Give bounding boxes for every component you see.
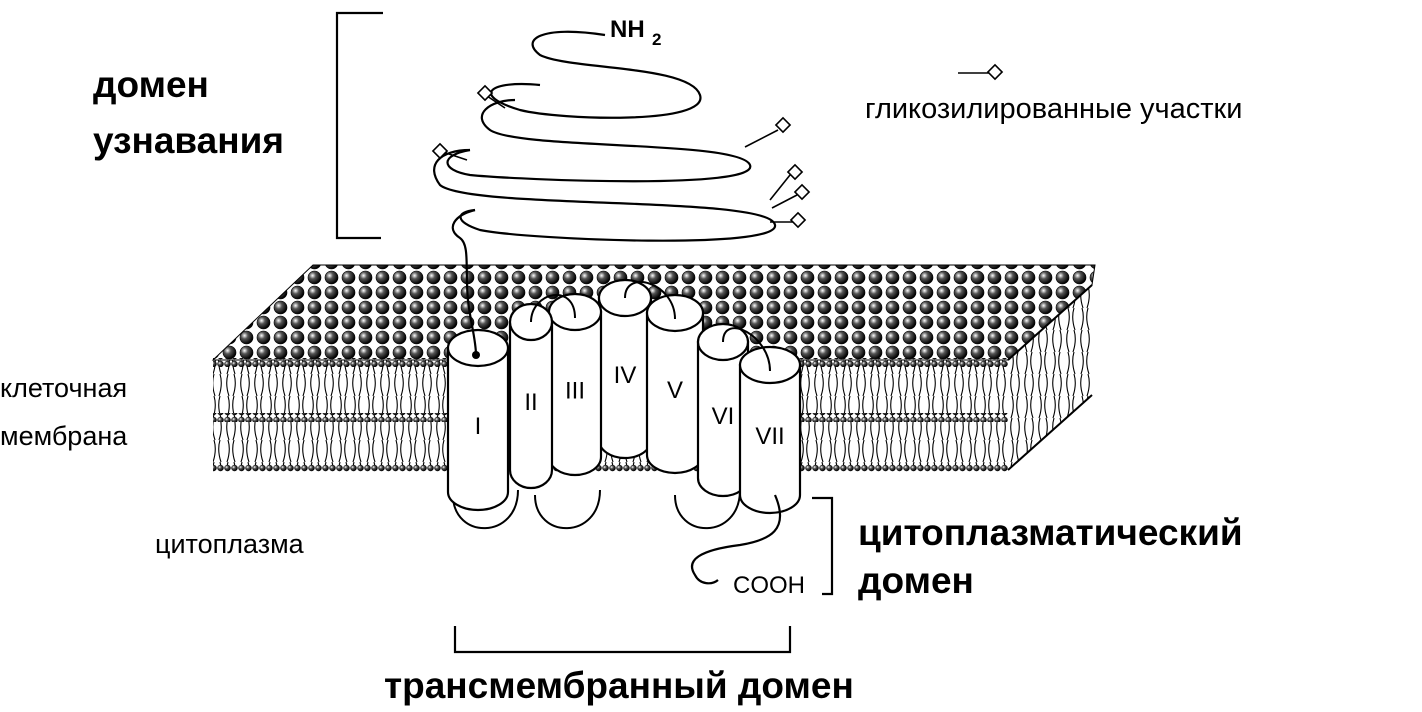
glyco-diamond-icon	[795, 185, 809, 199]
cooh-label: COOH	[733, 572, 805, 599]
cytoplasmic-domain-label-2: домен	[858, 560, 974, 601]
helix-label: I	[475, 413, 482, 440]
helix-label: VI	[712, 403, 735, 430]
helix-2: II	[510, 304, 552, 488]
cell-membrane-label-1: клеточная	[0, 373, 127, 403]
cytoplasmic-domain-label-1: цитоплазматический	[858, 512, 1243, 553]
recognition-domain-label-2: узнавания	[93, 120, 284, 161]
transmembrane-domain-bracket	[455, 626, 790, 652]
helix-label: II	[524, 389, 537, 416]
helix-label: III	[565, 378, 585, 405]
glyco-sites-label: гликозилированные участки	[865, 93, 1242, 125]
transmembrane-domain-label: трансмембранный домен	[384, 665, 854, 706]
cytoplasm-label: цитоплазма	[155, 529, 305, 559]
membrane-bottom-heads	[213, 463, 1008, 472]
helix-5: V	[647, 295, 703, 473]
cell-membrane-label-2: мембрана	[0, 421, 128, 451]
glyco-diamond-icon	[776, 118, 790, 132]
helix-label: V	[667, 377, 683, 404]
nh2-subscript: 2	[652, 30, 661, 49]
intracellular-loop	[535, 490, 600, 528]
cytoplasmic-domain-bracket	[812, 498, 832, 594]
glyco-diamond-icon	[788, 165, 802, 179]
legend-glyco-icon	[988, 65, 1002, 79]
recognition-domain-label-1: домен	[93, 64, 209, 105]
helix-7: VII	[740, 347, 800, 513]
helix-4: IV	[599, 280, 651, 458]
glyco-diamond-icon	[791, 213, 805, 227]
recognition-domain-bracket	[337, 13, 383, 238]
glycosylation-sites	[433, 65, 1002, 227]
nh2-label: NH	[610, 16, 645, 43]
helix-label: IV	[614, 362, 637, 389]
helix-3: III	[549, 294, 601, 475]
helix-label: VII	[755, 423, 784, 450]
